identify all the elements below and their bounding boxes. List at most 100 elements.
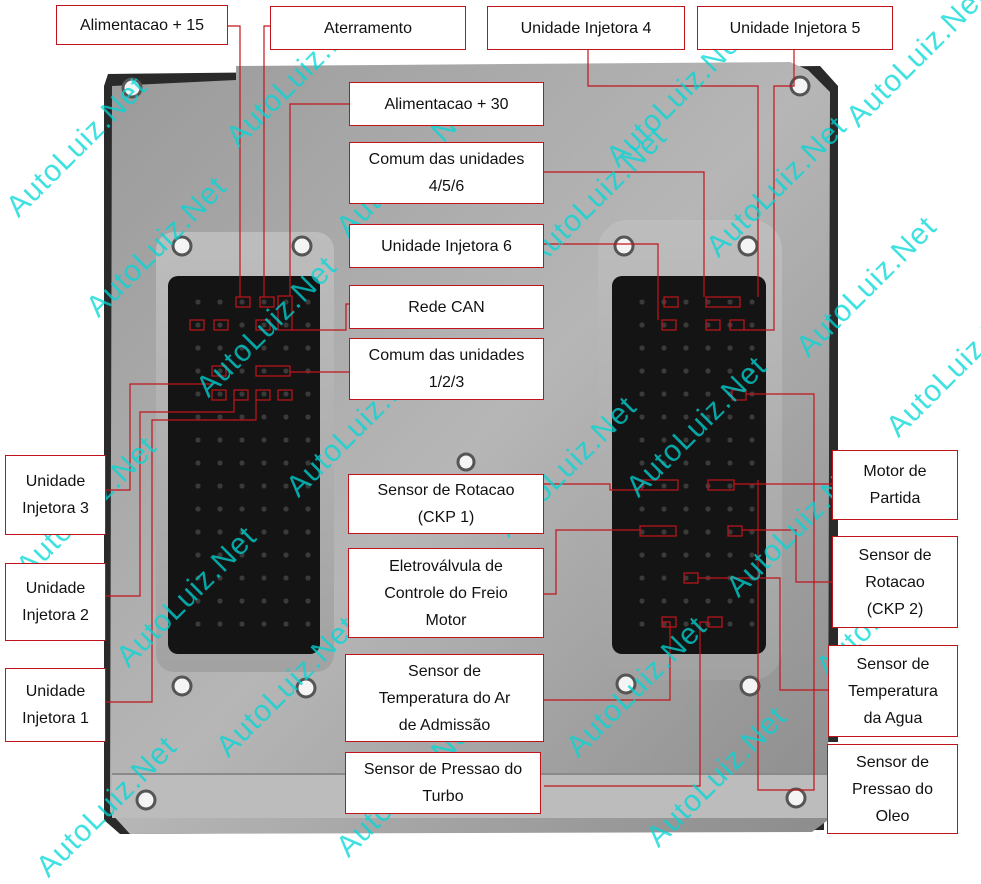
connector-pin: [305, 598, 311, 604]
connector-pin: [261, 322, 267, 328]
connector-pin: [749, 437, 755, 443]
connector-pin: [639, 368, 645, 374]
connector-pin: [305, 506, 311, 512]
connector-pin: [749, 460, 755, 466]
connector-pin: [749, 368, 755, 374]
connector-pin: [749, 529, 755, 535]
connector-pin: [705, 552, 711, 558]
connector-pin: [727, 299, 733, 305]
connector-pin: [705, 322, 711, 328]
connector-pin: [639, 299, 645, 305]
left-connector: [168, 276, 320, 654]
connector-pin: [727, 552, 733, 558]
connector-pin: [727, 460, 733, 466]
mounting-holes: [121, 75, 811, 811]
connector-pin: [217, 414, 223, 420]
connector-pin: [283, 391, 289, 397]
connector-pin: [239, 506, 245, 512]
connector-pin: [283, 506, 289, 512]
connector-pin: [261, 345, 267, 351]
connector-pin: [639, 437, 645, 443]
connector-pin: [195, 299, 201, 305]
connector-pin: [305, 391, 311, 397]
connector-pin: [683, 506, 689, 512]
label-sensor-rotacao-ckp1: Sensor de Rotacao (CKP 1): [348, 474, 544, 534]
label-unidade-injetora-5: Unidade Injetora 5: [697, 6, 893, 50]
connector-pin: [217, 552, 223, 558]
connector-pin: [749, 414, 755, 420]
connector-pin: [261, 575, 267, 581]
connector-pin: [261, 483, 267, 489]
connector-pin: [705, 460, 711, 466]
connector-pin: [683, 529, 689, 535]
label-sensor-pressao-oleo: Sensor de Pressao do Oleo: [827, 744, 958, 834]
connector-pin: [705, 299, 711, 305]
connector-pin: [749, 621, 755, 627]
connector-pin: [239, 598, 245, 604]
connector-pin: [727, 437, 733, 443]
connector-pin: [683, 621, 689, 627]
label-aterramento: Aterramento: [270, 6, 466, 50]
connector-pin: [305, 368, 311, 374]
connector-pin: [217, 460, 223, 466]
connector-pin: [683, 391, 689, 397]
connector-pin: [727, 368, 733, 374]
connector-pin: [683, 414, 689, 420]
connector-pin: [239, 575, 245, 581]
connector-pin: [195, 575, 201, 581]
connector-pin: [261, 529, 267, 535]
connector-pin: [639, 621, 645, 627]
connector-pin: [683, 322, 689, 328]
connector-pin: [239, 621, 245, 627]
connector-pin: [683, 299, 689, 305]
connector-pin: [305, 322, 311, 328]
connector-pin: [305, 529, 311, 535]
connector-pin: [195, 368, 201, 374]
label-unidade-injetora-4: Unidade Injetora 4: [487, 6, 685, 50]
connector-pin: [661, 598, 667, 604]
connector-pin: [195, 437, 201, 443]
connector-pin: [283, 621, 289, 627]
label-sensor-pressao-turbo: Sensor de Pressao do Turbo: [345, 752, 541, 814]
label-unidade-injetora-6: Unidade Injetora 6: [349, 224, 544, 268]
connector-pin: [683, 368, 689, 374]
connector-pin: [749, 483, 755, 489]
connector-pin: [683, 437, 689, 443]
label-alimentacao-15: Alimentacao + 15: [56, 5, 228, 45]
connector-pin: [705, 437, 711, 443]
connector-pin: [261, 598, 267, 604]
label-sensor-temperatura-agua: Sensor de Temperatura da Agua: [828, 645, 958, 737]
connector-pin: [683, 552, 689, 558]
label-unidade-injetora-2: Unidade Injetora 2: [5, 563, 106, 641]
connector-pin: [195, 345, 201, 351]
label-alimentacao-30: Alimentacao + 30: [349, 82, 544, 126]
connector-pin: [283, 483, 289, 489]
connector-pin: [661, 460, 667, 466]
connector-pin: [639, 414, 645, 420]
connector-pin: [217, 299, 223, 305]
connector-pin: [661, 552, 667, 558]
connector-pin: [305, 575, 311, 581]
connector-pin: [261, 414, 267, 420]
connector-pin: [217, 506, 223, 512]
connector-pin: [283, 598, 289, 604]
connector-pin: [305, 299, 311, 305]
connector-pin: [639, 322, 645, 328]
connector-pin: [217, 368, 223, 374]
label-unidade-injetora-1: Unidade Injetora 1: [5, 668, 106, 742]
connector-pin: [683, 598, 689, 604]
connector-pin: [705, 414, 711, 420]
connector-pin: [661, 322, 667, 328]
connector-pin: [283, 368, 289, 374]
connector-pin: [239, 299, 245, 305]
connector-pin: [261, 299, 267, 305]
connector-pin: [727, 414, 733, 420]
connector-pin: [683, 345, 689, 351]
connector-pin: [239, 529, 245, 535]
label-comum-unidades-456: Comum das unidades 4/5/6: [349, 142, 544, 204]
connector-pin: [749, 299, 755, 305]
connector-pin: [639, 460, 645, 466]
connector-pin: [261, 460, 267, 466]
connector-pin: [727, 483, 733, 489]
